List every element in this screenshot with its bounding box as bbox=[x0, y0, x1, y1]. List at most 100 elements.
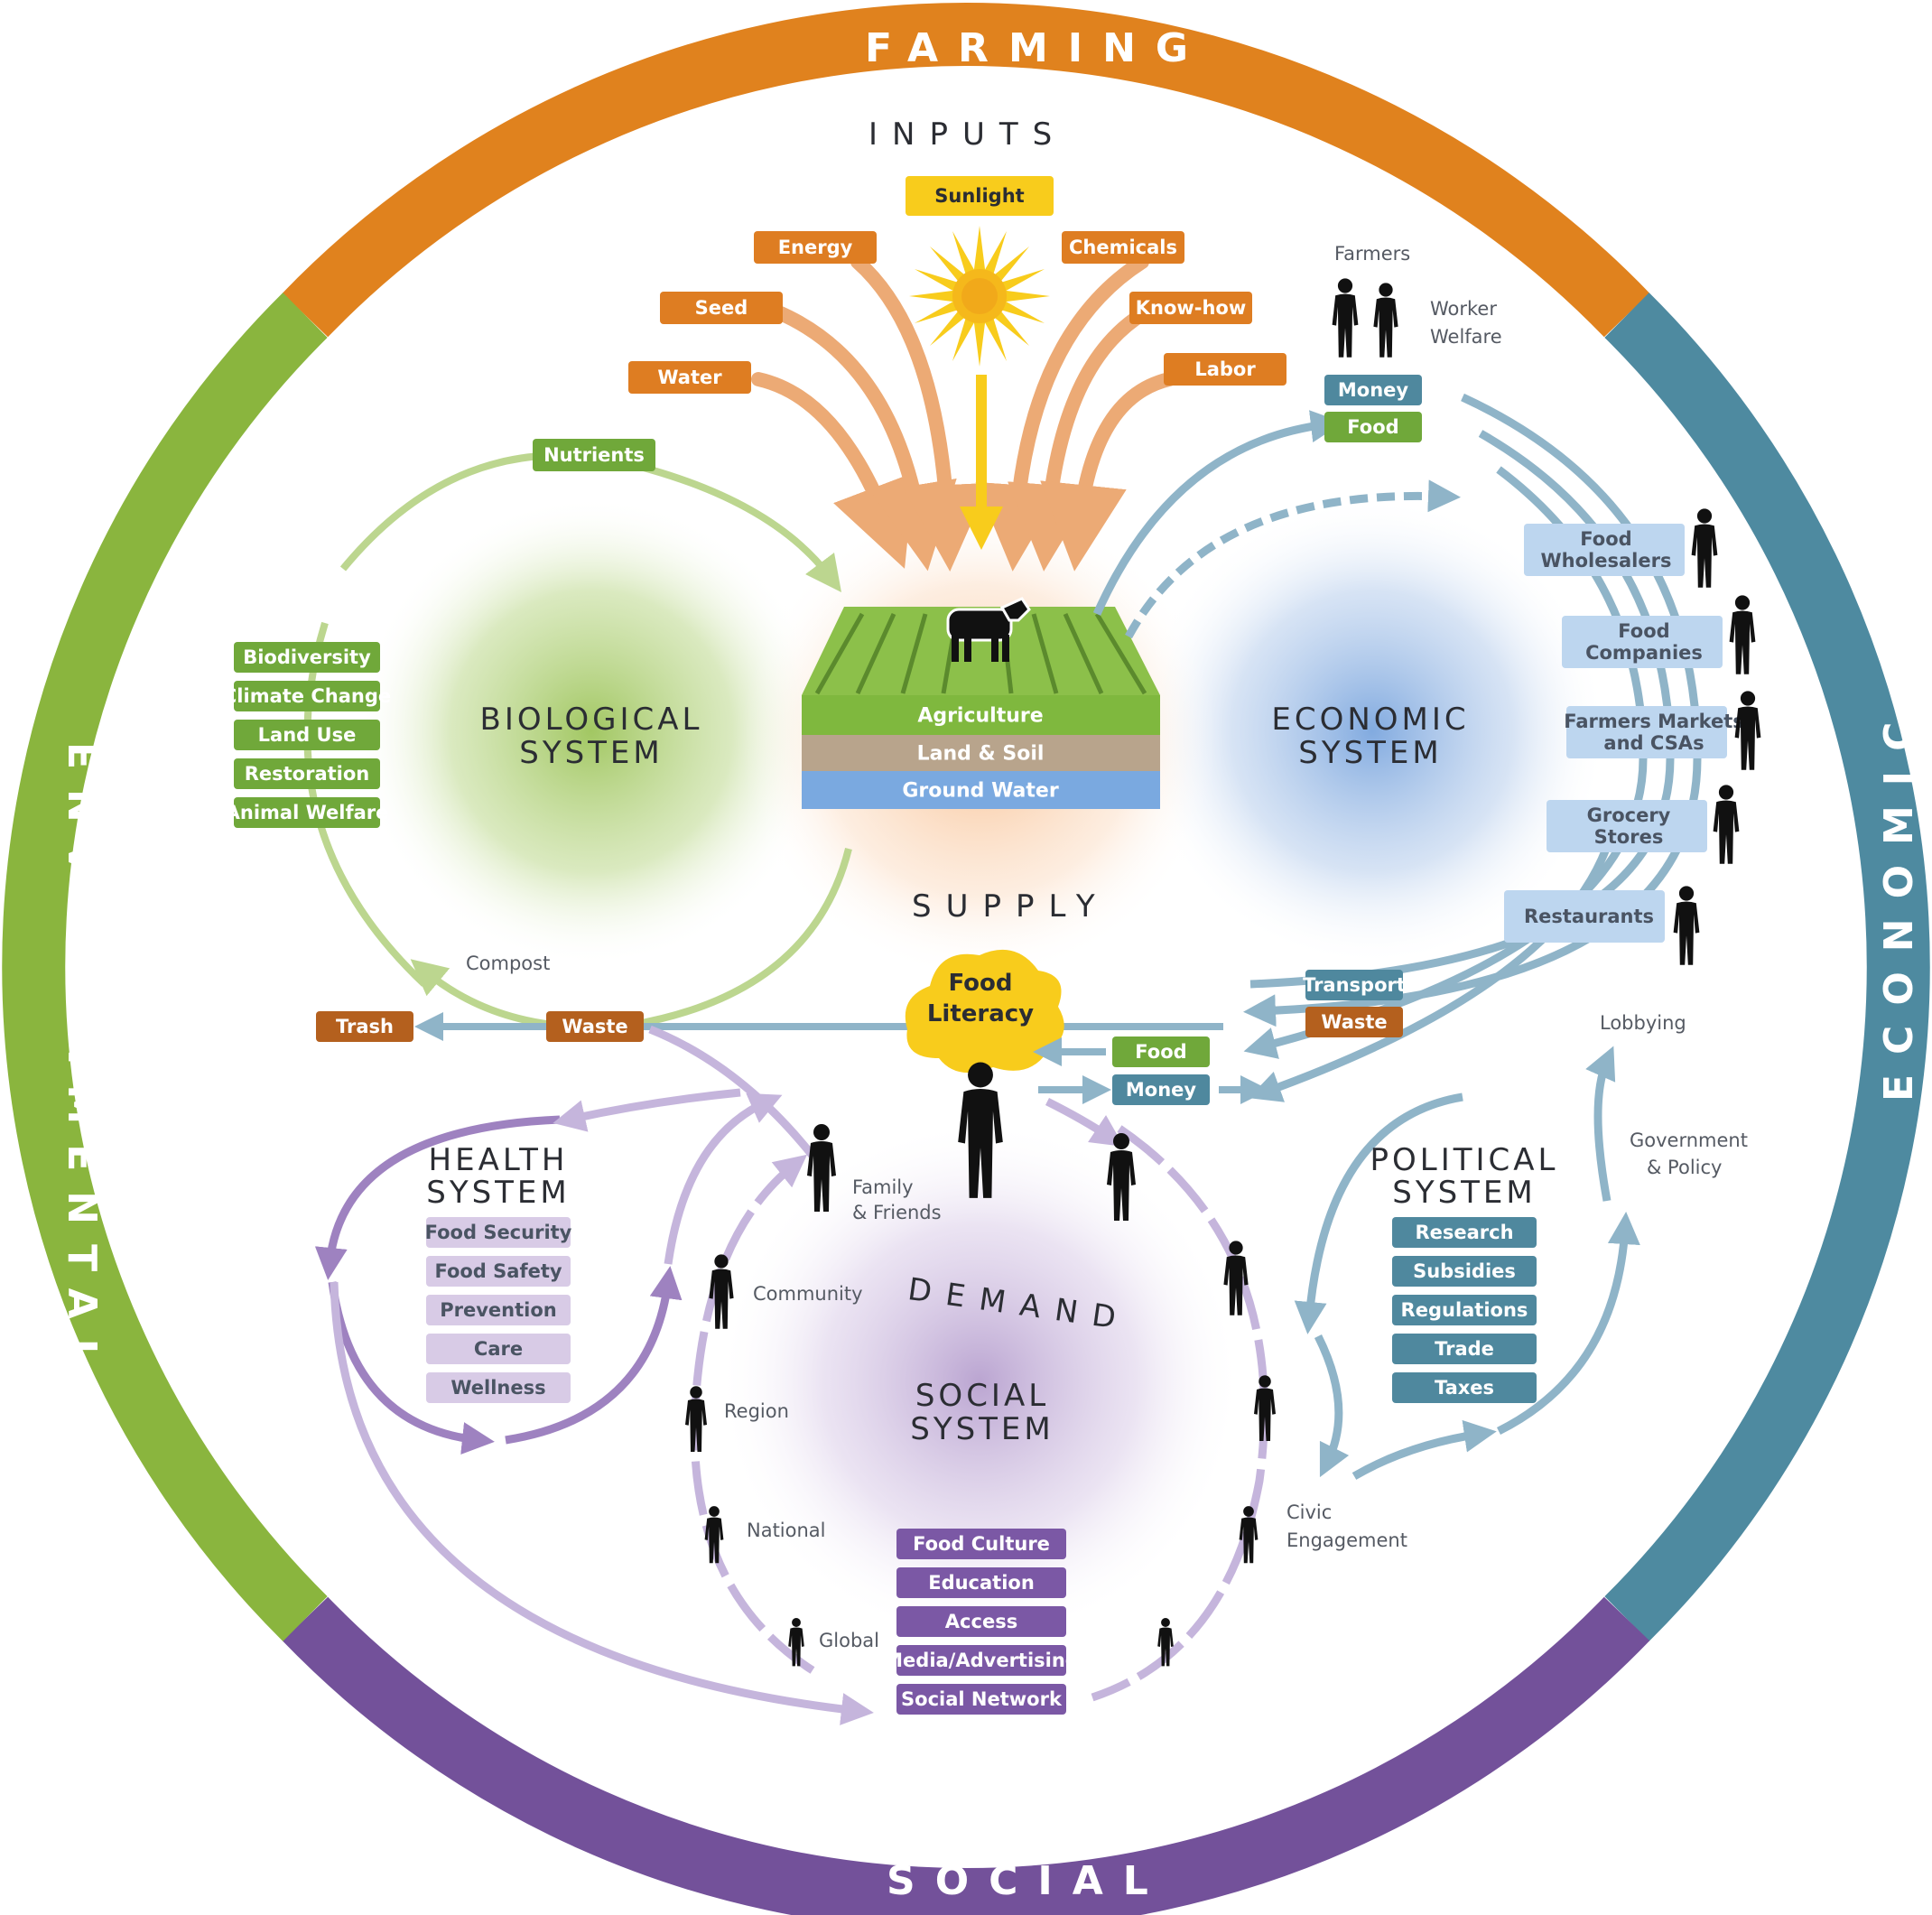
svg-text:Companies: Companies bbox=[1585, 642, 1703, 664]
food-literacy-cloud: Food Literacy bbox=[905, 949, 1064, 1074]
svg-text:SOCIAL: SOCIAL bbox=[915, 1378, 1049, 1414]
health-items: Food Security Food Safety Prevention Car… bbox=[425, 1217, 572, 1403]
label-global: Global bbox=[819, 1630, 879, 1651]
sun-icon bbox=[909, 226, 1050, 367]
land-block: Agriculture Land & Soil Ground Water bbox=[802, 607, 1160, 809]
tag-money-top: Money bbox=[1324, 375, 1422, 405]
farmer-person-icon bbox=[1332, 278, 1359, 358]
heading-inputs: INPUTS bbox=[868, 116, 1066, 153]
svg-text:Prevention: Prevention bbox=[440, 1299, 557, 1321]
svg-text:Taxes: Taxes bbox=[1435, 1377, 1494, 1399]
svg-text:HEALTH: HEALTH bbox=[429, 1142, 569, 1178]
label-family: Family bbox=[852, 1176, 914, 1198]
svg-text:Energy: Energy bbox=[778, 237, 853, 258]
biological-glow bbox=[357, 497, 826, 966]
bio-item: Biodiversity bbox=[234, 642, 380, 673]
biological-system-title: BIOLOGICAL SYSTEM bbox=[480, 702, 703, 771]
rim-label-farming: FARMING bbox=[865, 25, 1208, 71]
svg-text:Food: Food bbox=[948, 970, 1012, 997]
label-engagement: Engagement bbox=[1286, 1529, 1407, 1551]
label-community: Community bbox=[753, 1283, 863, 1305]
health-item: Food Safety bbox=[426, 1256, 571, 1287]
svg-text:Food Security: Food Security bbox=[425, 1222, 572, 1243]
bio-item: Climate Change bbox=[223, 681, 391, 711]
layer-land-soil bbox=[802, 735, 1160, 771]
label-welfare: Welfare bbox=[1430, 326, 1502, 348]
rim-social-arc bbox=[282, 1596, 1650, 1915]
social-glow bbox=[718, 1120, 1241, 1643]
political-items: Research Subsidies Regulations Trade Tax… bbox=[1392, 1217, 1537, 1403]
svg-text:Land Use: Land Use bbox=[258, 724, 357, 746]
tag-water: Water bbox=[628, 361, 751, 394]
svg-text:Transport: Transport bbox=[1303, 974, 1406, 996]
svg-text:BIOLOGICAL: BIOLOGICAL bbox=[480, 702, 703, 738]
chain-food-companies: Food Companies bbox=[1562, 616, 1723, 668]
rim-farming-arc bbox=[282, 3, 1650, 338]
bio-item: Land Use bbox=[234, 720, 380, 750]
economic-glow bbox=[1138, 497, 1607, 966]
market-person-icon bbox=[1734, 691, 1761, 770]
label-lobbying: Lobbying bbox=[1600, 1012, 1686, 1034]
svg-text:Subsidies: Subsidies bbox=[1413, 1260, 1516, 1282]
svg-text:Restaurants: Restaurants bbox=[1524, 906, 1654, 927]
rim-environmental-arc bbox=[2, 293, 328, 1641]
svg-text:POLITICAL: POLITICAL bbox=[1370, 1142, 1559, 1178]
center-flow-arrows bbox=[1033, 1037, 1269, 1104]
chain-farmers-markets: Farmers Markets and CSAs bbox=[1564, 706, 1744, 758]
label-government: Government bbox=[1630, 1129, 1748, 1151]
label-compost: Compost bbox=[466, 953, 550, 974]
svg-text:Wellness: Wellness bbox=[450, 1377, 545, 1399]
political-item: Trade bbox=[1392, 1334, 1537, 1364]
tag-knowhow: Know-how bbox=[1129, 292, 1252, 324]
layer-label-land-soil: Land & Soil bbox=[917, 743, 1045, 766]
tag-food-top: Food bbox=[1324, 412, 1422, 442]
svg-text:SYSTEM: SYSTEM bbox=[426, 1175, 571, 1211]
svg-text:Nutrients: Nutrients bbox=[543, 444, 645, 466]
tag-money-center: Money bbox=[1112, 1074, 1210, 1105]
layer-agriculture bbox=[802, 695, 1160, 735]
svg-text:Seed: Seed bbox=[695, 297, 748, 319]
health-cycle-arrows bbox=[314, 1025, 874, 1725]
svg-text:Regulations: Regulations bbox=[1401, 1299, 1528, 1321]
layer-label-ground-water: Ground Water bbox=[902, 780, 1059, 803]
health-system-title: HEALTH SYSTEM bbox=[426, 1142, 571, 1211]
grocery-person-icon bbox=[1713, 785, 1740, 864]
chain-restaurants: Restaurants bbox=[1504, 890, 1665, 943]
svg-text:Stores: Stores bbox=[1594, 826, 1664, 848]
svg-text:Wholesalers: Wholesalers bbox=[1541, 550, 1672, 572]
chain-food-wholesalers: Food Wholesalers bbox=[1524, 524, 1685, 576]
svg-text:Food: Food bbox=[1135, 1041, 1186, 1063]
svg-text:SYSTEM: SYSTEM bbox=[910, 1411, 1054, 1447]
tag-food-center: Food bbox=[1112, 1037, 1210, 1067]
svg-text:Animal Welfare: Animal Welfare bbox=[226, 802, 389, 823]
wholesaler-person-icon bbox=[1691, 508, 1718, 588]
label-farmers: Farmers bbox=[1334, 243, 1410, 265]
tag-energy: Energy bbox=[754, 231, 877, 264]
svg-text:Climate Change: Climate Change bbox=[223, 685, 391, 707]
svg-text:and CSAs: and CSAs bbox=[1603, 732, 1704, 754]
rim-label-social: SOCIAL bbox=[887, 1858, 1168, 1904]
political-item: Taxes bbox=[1392, 1372, 1537, 1403]
social-items: Food Culture Education Access Media/Adve… bbox=[884, 1529, 1079, 1715]
tag-nutrients: Nutrients bbox=[533, 439, 655, 471]
svg-text:Media/Advertising: Media/Advertising bbox=[884, 1650, 1079, 1671]
svg-text:SYSTEM: SYSTEM bbox=[519, 735, 664, 771]
input-arrows bbox=[751, 255, 1176, 572]
rim-label-economic: ECONOMIC bbox=[1876, 702, 1922, 1102]
label-region: Region bbox=[724, 1400, 789, 1422]
svg-text:Money: Money bbox=[1126, 1079, 1197, 1101]
political-item: Research bbox=[1392, 1217, 1537, 1248]
svg-text:Literacy: Literacy bbox=[927, 1000, 1034, 1027]
economic-system-title: ECONOMIC SYSTEM bbox=[1271, 702, 1465, 771]
rim-economic-arc bbox=[1604, 293, 1930, 1641]
svg-text:Grocery: Grocery bbox=[1587, 804, 1671, 826]
svg-text:Trade: Trade bbox=[1435, 1338, 1494, 1360]
farmer-person-icon bbox=[1373, 283, 1398, 358]
cow-icon bbox=[946, 597, 1031, 662]
rim bbox=[2, 3, 1930, 1915]
svg-text:SYSTEM: SYSTEM bbox=[1298, 735, 1443, 771]
svg-text:Waste: Waste bbox=[562, 1016, 627, 1037]
svg-text:Food: Food bbox=[1618, 620, 1669, 642]
svg-text:Sunlight: Sunlight bbox=[934, 185, 1024, 207]
